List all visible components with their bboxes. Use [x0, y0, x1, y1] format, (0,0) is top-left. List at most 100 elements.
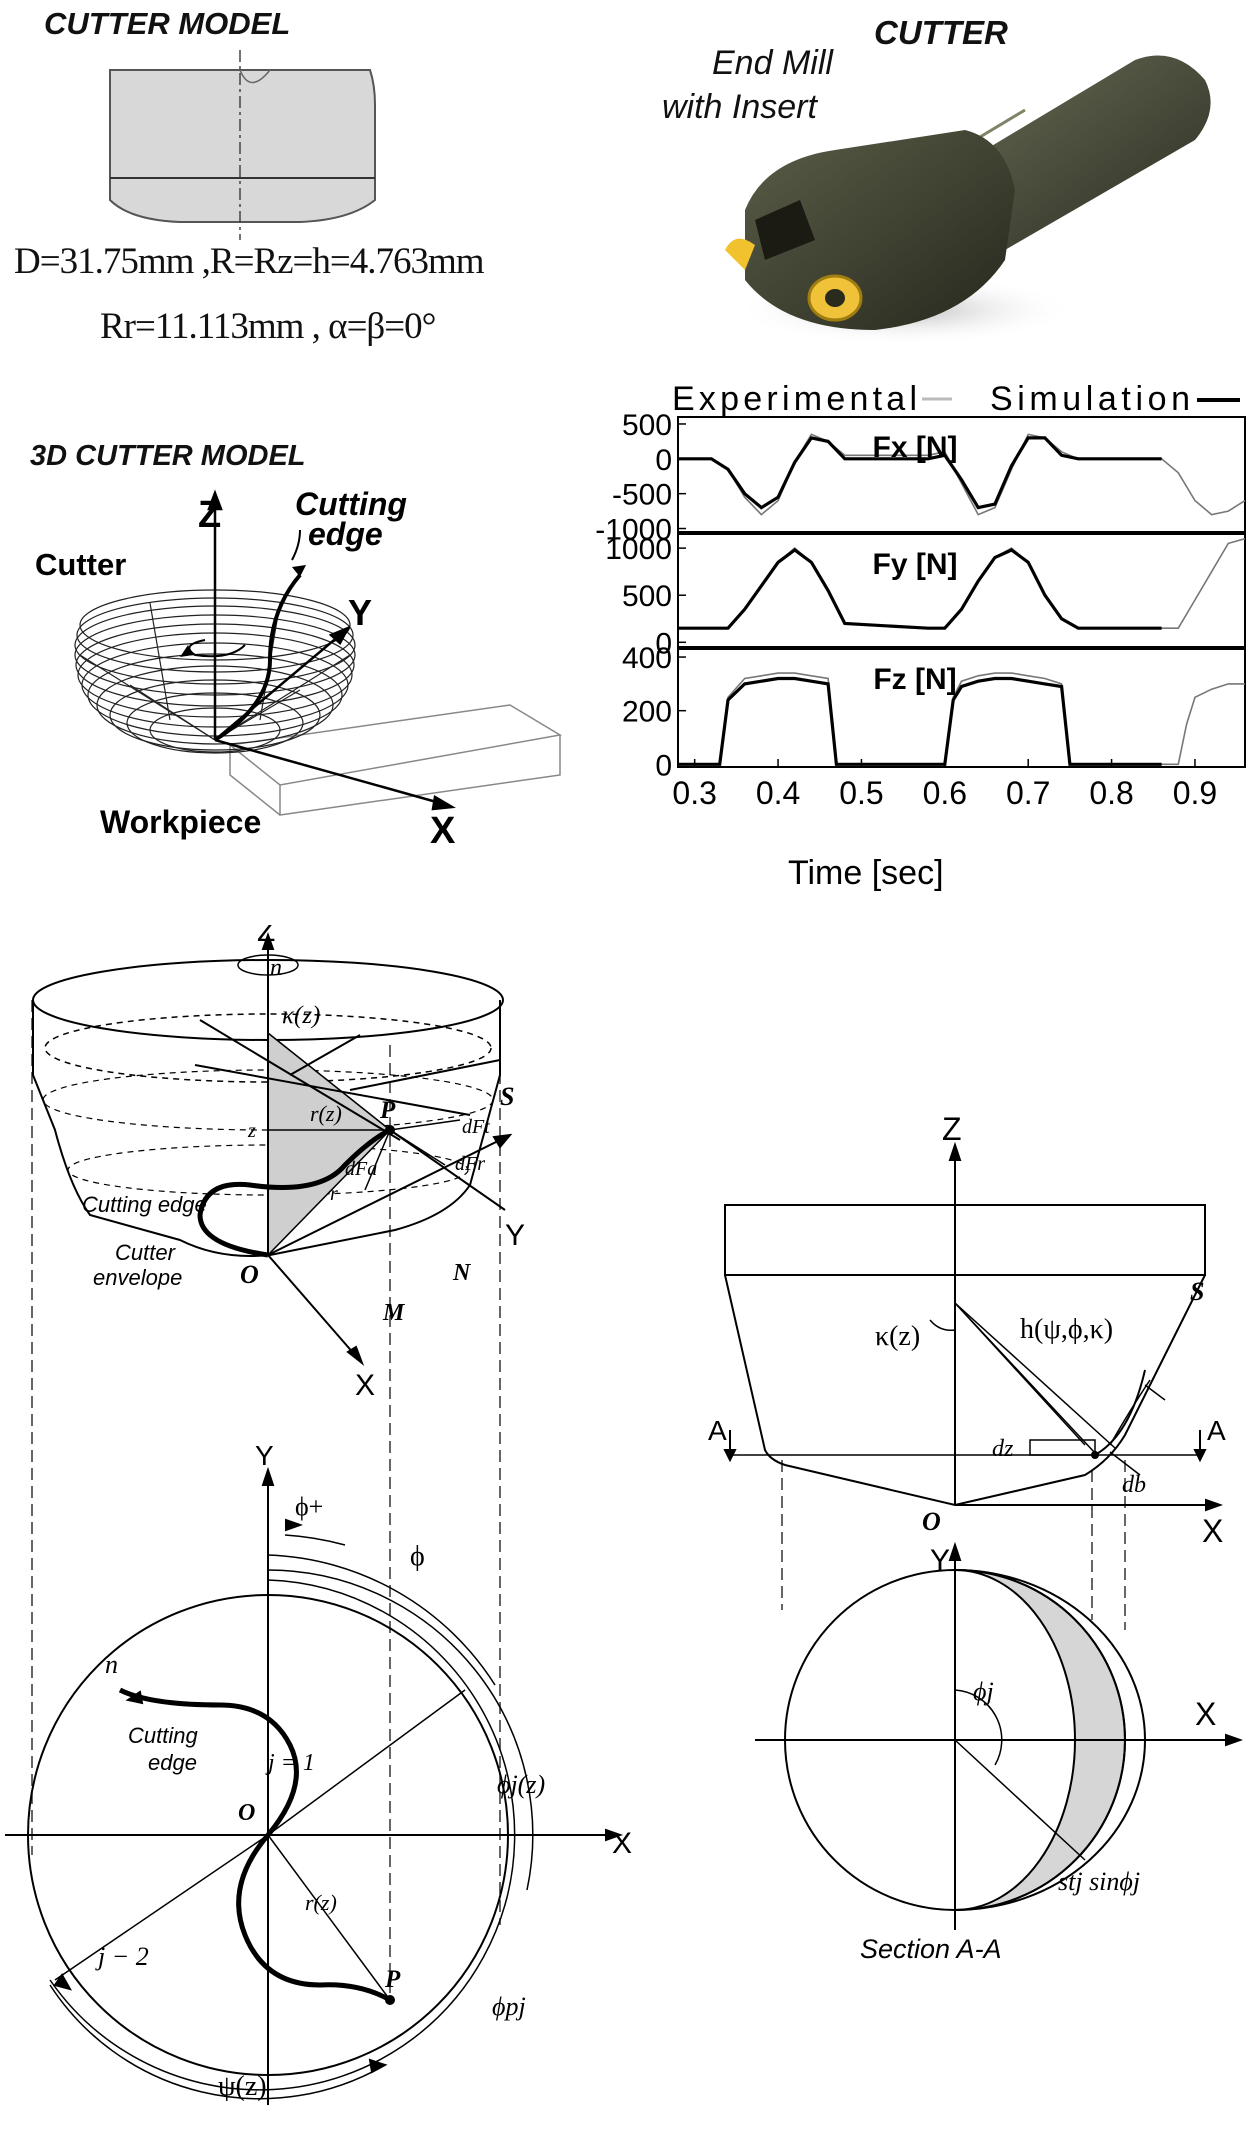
geo-label-rz: r(z) — [310, 1101, 342, 1126]
y-tick-label: 1000 — [605, 533, 672, 566]
sec-label-s: S — [1190, 1277, 1204, 1306]
sec-label-z: Z — [942, 1111, 962, 1147]
plan-label-y: Y — [255, 1440, 274, 1471]
cutter-params-line-2: Rr=11.113mm , α=β=0° — [100, 306, 436, 347]
x-tick-label: 0.7 — [1006, 775, 1050, 811]
plan-label-p: P — [384, 1966, 401, 1993]
geo-label-dfa: dFa — [345, 1158, 377, 1180]
geo-label-nbig: N — [452, 1260, 472, 1286]
y-tick-label: 0 — [655, 627, 672, 660]
cutter-geometry-diagram: Z n κ(z) S r(z) P dFt dFr dFa z r Cuttin… — [5, 925, 632, 2105]
sec-label-dz: dz — [992, 1436, 1014, 1462]
sec-label-db: db — [1122, 1472, 1146, 1498]
geo-label-zsmall: z — [247, 1120, 256, 1142]
sec-label-a-left: A — [708, 1415, 727, 1446]
section-label-y: Y — [930, 1544, 950, 1577]
y-tick-label: 500 — [622, 580, 672, 613]
plan-view — [5, 1466, 623, 2105]
x-tick-label: 0.6 — [923, 775, 967, 811]
label-workpiece: Workpiece — [100, 804, 261, 840]
panel-label: Fx [N] — [873, 431, 958, 464]
geo-label-z: Z — [257, 925, 275, 948]
geo-label-cutter: Cutter — [115, 1240, 177, 1265]
y-tick-label: -1000 — [595, 514, 672, 547]
geo-label-y: Y — [505, 1219, 525, 1252]
plan-label-edge: edge — [148, 1750, 197, 1775]
geo-label-cutting-edge: Cutting edge — [82, 1192, 207, 1217]
end-mill-photo — [725, 55, 1211, 345]
geo-label-dft: dFt — [462, 1116, 490, 1138]
plan-label-j1: j = 1 — [265, 1750, 315, 1776]
legend-simulation: Simulation — [990, 380, 1190, 418]
series-line-simulation — [678, 436, 1162, 510]
label-y-3d: Y — [348, 592, 372, 633]
label-cutting-edge-2: edge — [308, 516, 383, 552]
sec-label-x: X — [1202, 1513, 1223, 1549]
geo-label-x: X — [355, 1369, 375, 1402]
plan-label-phi-plus: ϕ+ — [295, 1492, 323, 1521]
model-3d-title: 3D CUTTER MODEL — [30, 440, 306, 472]
y-tick-label: 0 — [655, 749, 672, 782]
section-label-phij: ϕj — [973, 1677, 994, 1706]
geo-label-m: M — [382, 1300, 406, 1326]
geo-label-p: P — [379, 1097, 396, 1124]
section-label-x: X — [1195, 1696, 1216, 1732]
legend-experimental: Experimental — [672, 380, 917, 418]
plan-label-o: O — [238, 1800, 255, 1826]
label-z-3d: Z — [198, 494, 221, 536]
geo-label-o: O — [240, 1260, 259, 1289]
x-tick-label: 0.5 — [839, 775, 883, 811]
geo-label-s: S — [500, 1082, 514, 1111]
geo-label-kz: κ(z) — [282, 1002, 320, 1029]
section-caption: Section A-A — [860, 1934, 1002, 1964]
geo-label-envelope: envelope — [93, 1265, 182, 1290]
cutter-photo-caption-1: End Mill — [712, 44, 833, 82]
series-line-experimental — [678, 672, 1245, 766]
panel-frame — [677, 533, 1246, 648]
x-tick-label: 0.4 — [756, 775, 800, 811]
label-cutter-3d: Cutter — [35, 547, 126, 582]
sec-label-h: h(ψ,ϕ,κ) — [1020, 1314, 1113, 1345]
cutter-params-line-1: D=31.75mm ,R=Rz=h=4.763mm — [14, 241, 485, 282]
x-axis-title: Time [sec] — [788, 854, 944, 892]
panel-frame — [677, 648, 1246, 768]
y-tick-label: 200 — [622, 696, 672, 729]
series-line-simulation — [678, 548, 1162, 630]
section-label-stj: stj sinϕj — [1058, 1867, 1140, 1896]
plan-label-psi: ψ(z) — [218, 2071, 267, 2102]
force-chart: Experimental Simulation 5000-500-1000Fx … — [595, 380, 1246, 892]
x-tick-label: 0.9 — [1173, 775, 1217, 811]
panel-label: Fz [N] — [873, 663, 956, 696]
label-x-3d: X — [430, 810, 456, 850]
x-tick-label: 0.8 — [1089, 775, 1133, 811]
plan-label-phipj: ϕpj — [492, 1992, 526, 2021]
plan-label-rz: r(z) — [305, 1890, 337, 1915]
panel-frame — [677, 416, 1246, 533]
cutter-photo-caption-2: with Insert — [662, 88, 817, 126]
geo-label-r: r — [330, 1183, 338, 1205]
sec-label-a-right: A — [1207, 1415, 1226, 1446]
series-line-simulation — [678, 676, 1162, 766]
plan-label-x: X — [612, 1827, 632, 1860]
y-tick-label: -500 — [612, 479, 672, 512]
section-a-a — [755, 1541, 1243, 1930]
geo-label-dfr: dFr — [455, 1153, 485, 1175]
cutter-photo-title: CUTTER — [874, 14, 1008, 51]
geo-label-n: n — [270, 955, 282, 981]
cutter-3d-model: Z Y X Cutter Cutting edge Workpiece — [35, 486, 563, 850]
plan-label-phij: ϕj(z) — [497, 1770, 545, 1799]
plan-label-j2: j − 2 — [95, 1942, 149, 1971]
panel-label: Fy [N] — [873, 548, 958, 581]
plan-label-cutting: Cutting — [128, 1723, 198, 1748]
sec-label-kz: κ(z) — [875, 1321, 920, 1352]
y-tick-label: 400 — [622, 642, 672, 675]
plan-label-n: n — [105, 1650, 118, 1679]
y-tick-label: 500 — [622, 409, 672, 442]
sec-label-o: O — [922, 1507, 941, 1536]
y-tick-label: 0 — [655, 444, 672, 477]
label-cutting-edge-1: Cutting — [295, 486, 407, 522]
x-tick-label: 0.3 — [672, 775, 716, 811]
cutter-model-title: CUTTER MODEL — [44, 6, 291, 41]
series-line-experimental — [678, 433, 1246, 516]
plan-label-phi: ϕ — [410, 1541, 425, 1572]
